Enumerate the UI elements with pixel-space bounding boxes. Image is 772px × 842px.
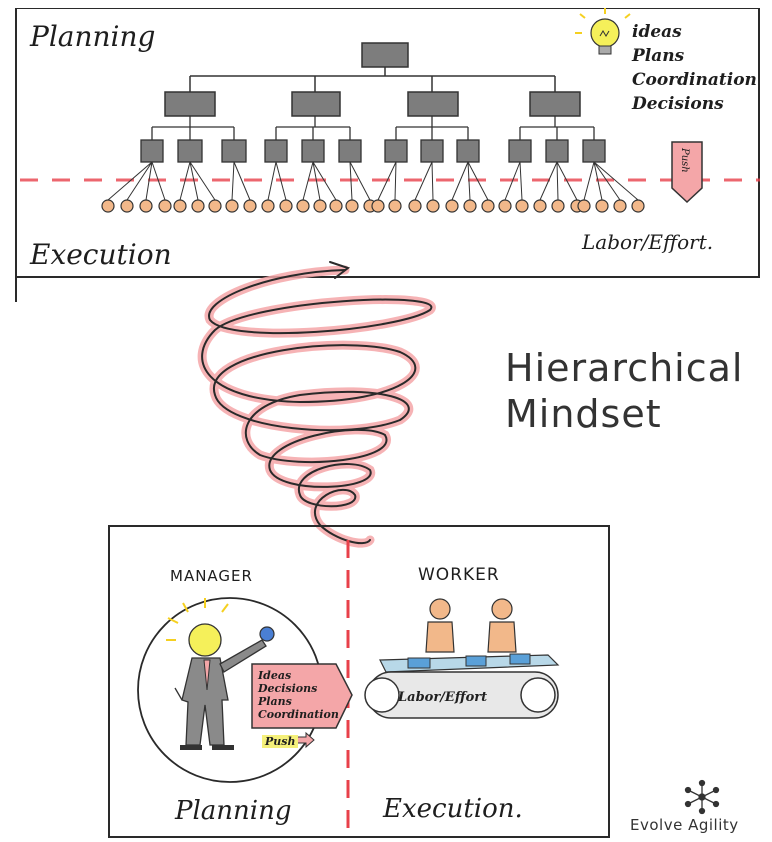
worker-node: [139, 199, 153, 213]
worker-node: [631, 199, 645, 213]
org-box-l3: [456, 139, 480, 163]
worker-node: [481, 199, 495, 213]
org-box-l3: [545, 139, 569, 163]
manager-output-arrow: [251, 663, 353, 729]
worker-label: WORKER: [418, 565, 500, 585]
worker-node: [515, 199, 529, 213]
diagram-title: Hierarchical Mindset: [505, 345, 743, 437]
worker-node: [445, 199, 459, 213]
evolve-agility-logo: [684, 779, 720, 815]
title-line-2: Mindset: [505, 392, 662, 436]
bottom-panel-frame: [108, 525, 610, 838]
org-box-root: [361, 42, 409, 68]
org-box-l3: [338, 139, 362, 163]
lightbulb-icon: [575, 8, 631, 55]
org-box-l2-3: [407, 91, 459, 117]
worker-figures: [425, 598, 517, 653]
worker-node: [261, 199, 275, 213]
manager-arrow-item: Plans: [258, 695, 292, 708]
worker-node: [158, 199, 172, 213]
title-line-1: Hierarchical: [505, 346, 744, 390]
top-labor-label: Labor/Effort.: [582, 230, 714, 254]
org-box-l2-2: [291, 91, 341, 117]
org-box-l3: [384, 139, 408, 163]
org-box-l3: [420, 139, 444, 163]
ideas-list-item: Coordination: [632, 70, 757, 90]
worker-node: [371, 199, 385, 213]
worker-node: [533, 199, 547, 213]
top-execution-label: Execution: [30, 238, 172, 271]
worker-node: [329, 199, 343, 213]
worker-node: [498, 199, 512, 213]
manager-arrow-item: Decisions: [258, 682, 318, 695]
worker-node: [101, 199, 115, 213]
worker-node: [463, 199, 477, 213]
brand-name: Evolve Agility: [630, 816, 739, 834]
org-box-l3: [177, 139, 203, 163]
manager-arrow-item: Coordination: [258, 708, 339, 721]
worker-node: [191, 199, 205, 213]
conveyor-belt: [364, 653, 560, 719]
org-box-l2-1: [164, 91, 216, 117]
worker-node: [225, 199, 239, 213]
org-box-l3: [140, 139, 164, 163]
worker-node: [279, 199, 293, 213]
manager-label: MANAGER: [170, 567, 253, 585]
worker-node: [313, 199, 327, 213]
ideas-list-item: ideas: [632, 22, 682, 42]
worker-node: [613, 199, 627, 213]
worker-node: [408, 199, 422, 213]
worker-node: [120, 199, 134, 213]
worker-node: [173, 199, 187, 213]
manager-arrow-list: Ideas Decisions Plans Coordination: [258, 669, 339, 721]
worker-node: [296, 199, 310, 213]
worker-node: [345, 199, 359, 213]
worker-node: [595, 199, 609, 213]
push-top-label: Push: [679, 148, 690, 173]
belt-label: Labor/Effort: [398, 690, 488, 705]
org-box-l2-4: [529, 91, 581, 117]
top-panel-frame: [15, 8, 760, 278]
org-box-l3: [221, 139, 247, 163]
worker-node: [426, 199, 440, 213]
push-bottom-label: Push: [262, 735, 299, 748]
ideas-list-item: Decisions: [632, 94, 724, 114]
worker-node: [551, 199, 565, 213]
spiral-tornado: [197, 261, 436, 548]
ideas-list-item: Plans: [632, 46, 685, 66]
worker-node: [208, 199, 222, 213]
bottom-planning-label: Planning: [175, 796, 292, 826]
ideas-list: ideas Plans Coordination Decisions: [632, 20, 757, 116]
org-box-l3: [301, 139, 325, 163]
worker-node: [243, 199, 257, 213]
manager-figure: [166, 598, 275, 750]
worker-node: [577, 199, 591, 213]
org-box-l3: [508, 139, 532, 163]
org-box-l3: [264, 139, 288, 163]
worker-node: [388, 199, 402, 213]
org-box-l3: [582, 139, 606, 163]
manager-arrow-item: Ideas: [258, 669, 292, 682]
push-arrow-top: [671, 141, 703, 204]
top-planning-label: Planning: [30, 20, 156, 53]
bottom-execution-label: Execution.: [383, 794, 523, 824]
